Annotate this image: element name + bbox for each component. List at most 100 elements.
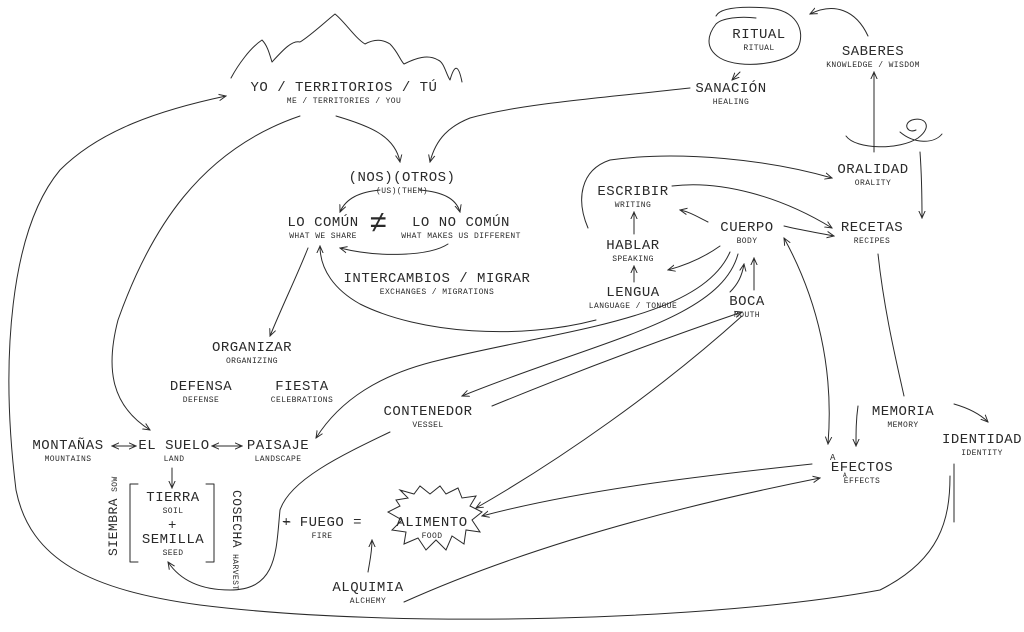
- swirl-oralidad: [845, 118, 927, 148]
- arrow-contenedor-boca: [491, 312, 742, 407]
- arrow-escribir-oralidad: [581, 155, 832, 229]
- territorios-sub: ME / TERRITORIES / YOU: [286, 97, 402, 106]
- oralidad-sub: ORALITY: [854, 179, 892, 188]
- arrow-loop-comun: [340, 243, 449, 255]
- arrow-outer-loop: [8, 96, 951, 620]
- node-semilla: SEMILLA SEED: [142, 532, 204, 560]
- node-sanacion: SANACIÓN HEALING: [695, 81, 766, 109]
- fuego-main: + FUEGO =: [281, 515, 363, 531]
- node-tierra: TIERRA SOIL: [146, 490, 199, 518]
- sanacion-sub: HEALING: [712, 98, 750, 107]
- node-territorios: YO / TERRITORIOS / TÚ ME / TERRITORIES /…: [251, 80, 438, 108]
- node-escribir: ESCRIBIR WRITING: [597, 184, 668, 212]
- cuerpo-sub: BODY: [736, 237, 758, 246]
- nosotros-main: (NOS)(OTROS): [348, 170, 456, 186]
- nosotros-sub: (US)(THEM): [375, 187, 429, 196]
- memoria-main: MEMORIA: [871, 404, 935, 420]
- arrow-memoria-afectos: [856, 405, 858, 446]
- lo-comun-sub: WHAT WE SHARE: [289, 232, 357, 241]
- arrow-nos-comun: [340, 189, 381, 212]
- contenedor-sub: VESSEL: [412, 421, 444, 430]
- arrow-memoria-identidad: [953, 403, 988, 422]
- alquimia-sub: ALCHEMY: [349, 597, 387, 606]
- lengua-sub: LANGUAGE / TONGUE: [588, 302, 678, 311]
- arrow-escribir-recetas: [671, 184, 832, 228]
- ritual-scribble: [708, 6, 802, 65]
- alimento-sub: FOOD: [421, 532, 443, 541]
- arrow-territorios-suelo: [111, 115, 301, 430]
- arrow-lengua-comun: [320, 246, 597, 333]
- node-oralidad: ORALIDAD ORALITY: [837, 162, 908, 190]
- paisaje-main: PAISAJE: [246, 438, 310, 454]
- node-nosotros: (NOS)(OTROS) (US)(THEM): [349, 170, 456, 198]
- tierra-bracket-right: [205, 483, 215, 563]
- sanacion-main: SANACIÓN: [695, 81, 767, 97]
- defensa-main: DEFENSA: [169, 379, 233, 395]
- arrow-afectos-alimento: [482, 463, 813, 516]
- oralidad-main: ORALIDAD: [837, 162, 909, 178]
- node-lo-comun: LO COMÚN WHAT WE SHARE: [287, 215, 358, 243]
- tierra-sub: SOIL: [162, 507, 184, 516]
- tierra-bracket-left: [129, 483, 139, 563]
- arrow-cuerpo-recetas: [783, 225, 834, 236]
- fiesta-main: FIESTA: [275, 379, 329, 395]
- organizar-main: ORGANIZAR: [211, 340, 293, 356]
- node-saberes: SABERES KNOWLEDGE / WISDOM: [826, 44, 920, 72]
- node-fuego: + FUEGO = FIRE: [282, 515, 362, 543]
- alimento-main: ALIMENTO: [396, 515, 468, 531]
- arrow-ritual-sanacion: [732, 71, 741, 80]
- boca-main: BOCA: [729, 294, 765, 310]
- hablar-main: HABLAR: [606, 238, 660, 254]
- afectos-sub-overlay-letter: A: [843, 472, 847, 479]
- boca-sub: MOUTH: [733, 311, 761, 320]
- line-recetas-memoria: [877, 253, 905, 397]
- arrow-boca-alimento: [476, 315, 743, 508]
- semilla-main: SEMILLA: [141, 532, 205, 548]
- cosecha-main: COSECHA: [229, 490, 244, 549]
- arrow-cuerpo-paisaje: [316, 251, 731, 438]
- organizar-sub: ORGANIZING: [225, 357, 278, 366]
- intercambios-sub: EXCHANGES / MIGRATIONS: [379, 288, 495, 297]
- alimento-burst: [386, 485, 483, 551]
- fiesta-sub: CELEBRATIONS: [270, 396, 334, 405]
- node-intercambios: INTERCAMBIOS / MIGRAR EXCHANGES / MIGRAT…: [344, 271, 531, 299]
- arrow-territorios-nos: [335, 115, 400, 162]
- node-lengua: LENGUA LANGUAGE / TONGUE: [589, 285, 677, 313]
- contenedor-main: CONTENEDOR: [383, 404, 473, 420]
- montanas-main: MONTAÑAS: [32, 438, 104, 454]
- not-equal-symbol: ≠: [370, 206, 386, 239]
- node-fiesta: FIESTA CELEBRATIONS: [271, 379, 333, 407]
- fuego-sub: FIRE: [311, 532, 333, 541]
- node-defensa: DEFENSA DEFENSE: [170, 379, 232, 407]
- cosecha-sub: HARVEST: [230, 554, 239, 591]
- territorios-main: YO / TERRITORIOS / TÚ: [250, 80, 438, 96]
- identidad-sub: IDENTITY: [961, 449, 1003, 458]
- label-siembra: SIEMBRA SOW: [104, 476, 122, 556]
- memoria-sub: MEMORY: [887, 421, 919, 430]
- afectos-overlay-letter: A: [830, 453, 836, 463]
- paisaje-sub: LANDSCAPE: [254, 455, 302, 464]
- plus-symbol: +: [168, 518, 176, 534]
- lo-comun-main: LO COMÚN: [287, 215, 359, 231]
- siembra-sub: SOW: [111, 476, 120, 492]
- hablar-sub: SPEAKING: [612, 255, 654, 264]
- lo-no-comun-sub: WHAT MAKES US DIFFERENT: [401, 232, 521, 241]
- arrow-sanacion-nos: [430, 87, 691, 162]
- suelo-sub: LAND: [163, 455, 185, 464]
- node-identidad: IDENTIDAD IDENTITY: [942, 432, 1022, 460]
- defensa-sub: DEFENSE: [182, 396, 220, 405]
- escribir-main: ESCRIBIR: [597, 184, 669, 200]
- ritual-main: RITUAL: [732, 27, 786, 43]
- arrow-comun-organizar: [270, 247, 309, 336]
- siembra-main: SIEMBRA: [106, 497, 121, 556]
- suelo-main: EL SUELO: [138, 438, 210, 454]
- semilla-sub: SEED: [162, 549, 184, 558]
- cuerpo-main: CUERPO: [720, 220, 774, 236]
- node-boca: BOCA MOUTH: [729, 294, 765, 322]
- escribir-sub: WRITING: [614, 201, 652, 210]
- lengua-main: LENGUA: [606, 285, 660, 301]
- saberes-main: SABERES: [841, 44, 905, 60]
- tierra-main: TIERRA: [146, 490, 200, 506]
- arrow-cuerpo-escribir: [680, 210, 709, 223]
- arrow-alquimia-fuego: [367, 540, 372, 573]
